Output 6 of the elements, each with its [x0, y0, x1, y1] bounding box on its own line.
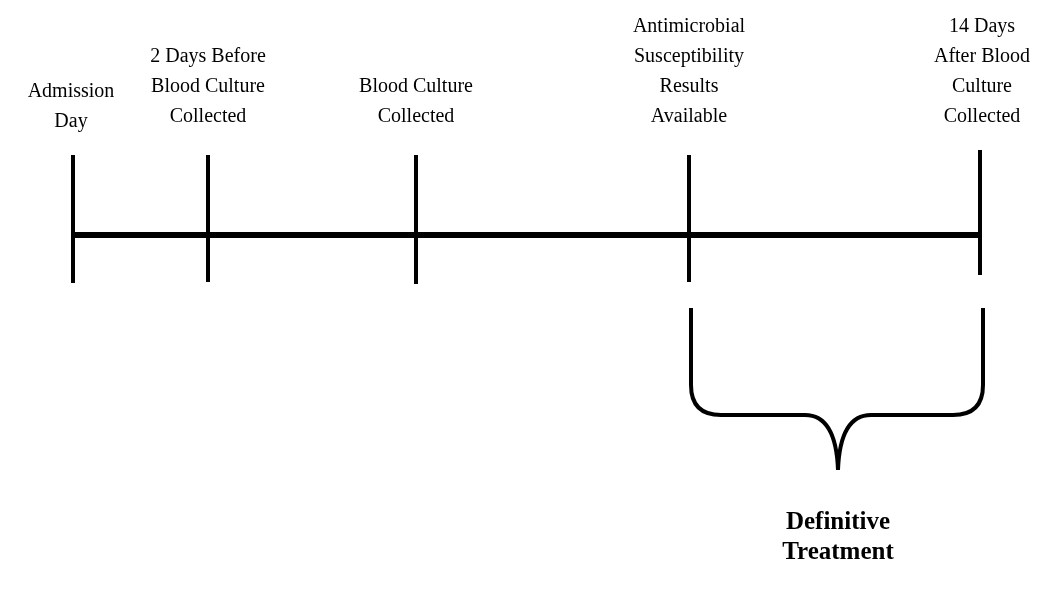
- timeline-label: Admission Day: [26, 78, 116, 134]
- timeline-label: 14 Days After Blood Culture Collected: [932, 13, 1032, 128]
- timeline-label: 2 Days Before Blood Culture Collected: [150, 43, 266, 128]
- timeline-label: Antimicrobial Susceptibility Results Available: [631, 13, 747, 128]
- bracket-label: Definitive Treatment: [781, 506, 895, 566]
- timeline-label: Blood Culture Collected: [358, 73, 474, 128]
